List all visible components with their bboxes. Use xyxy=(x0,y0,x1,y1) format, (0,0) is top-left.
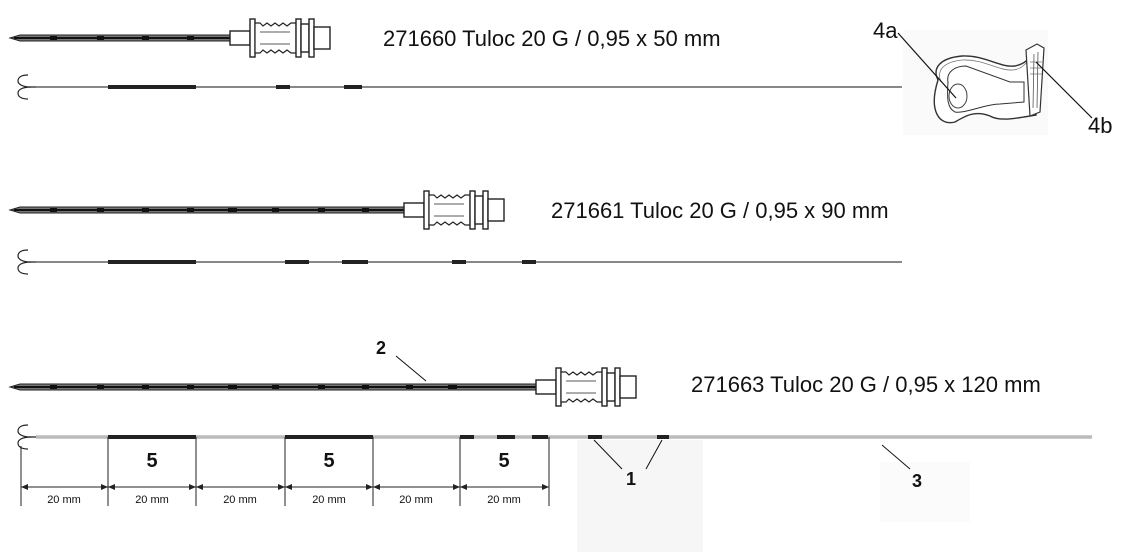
catheter-row-3 xyxy=(17,424,1092,450)
callout-2: 2 xyxy=(376,338,386,358)
segment-label-5: 20 mm xyxy=(399,494,433,506)
callout-3-backdrop xyxy=(880,462,970,522)
catheter-row-1 xyxy=(17,74,902,100)
product-label-271661: 271661 Tuloc 20 G / 0,95 x 90 mm xyxy=(551,198,889,223)
callout-4a: 4a xyxy=(873,18,898,43)
dimension-arrows xyxy=(21,484,549,490)
group-label-3: 5 xyxy=(498,450,509,472)
callout-1-leader-left xyxy=(593,439,623,470)
segment-label-4: 20 mm xyxy=(312,494,346,506)
group-label-2: 5 xyxy=(323,450,334,472)
callout-3: 3 xyxy=(912,471,922,491)
callout-2-leader xyxy=(395,355,427,382)
segment-label-3: 20 mm xyxy=(223,494,257,506)
product-label-271663: 271663 Tuloc 20 G / 0,95 x 120 mm xyxy=(691,372,1041,397)
segment-labels: 20 mm 20 mm 20 mm 20 mm 20 mm 20 mm xyxy=(47,494,521,506)
clamp-detail xyxy=(897,30,1093,135)
group-label-1: 5 xyxy=(146,450,157,472)
callout-1-backdrop xyxy=(577,440,703,552)
needle-row-2 xyxy=(8,190,505,230)
catheter-row-2 xyxy=(17,249,902,275)
needle-row-1 xyxy=(8,18,331,58)
needle-row-3 xyxy=(8,367,637,407)
group-labels: 5 5 5 xyxy=(146,450,509,472)
callout-4b: 4b xyxy=(1088,113,1112,138)
callout-1-leader-right xyxy=(645,439,663,470)
segment-label-1: 20 mm xyxy=(47,494,81,506)
callout-3-leader xyxy=(881,444,911,470)
callout-1: 1 xyxy=(626,469,636,489)
product-label-271660: 271660 Tuloc 20 G / 0,95 x 50 mm xyxy=(383,26,721,51)
measurement-grid xyxy=(20,437,550,506)
segment-label-2: 20 mm xyxy=(135,494,169,506)
segment-label-6: 20 mm xyxy=(487,494,521,506)
